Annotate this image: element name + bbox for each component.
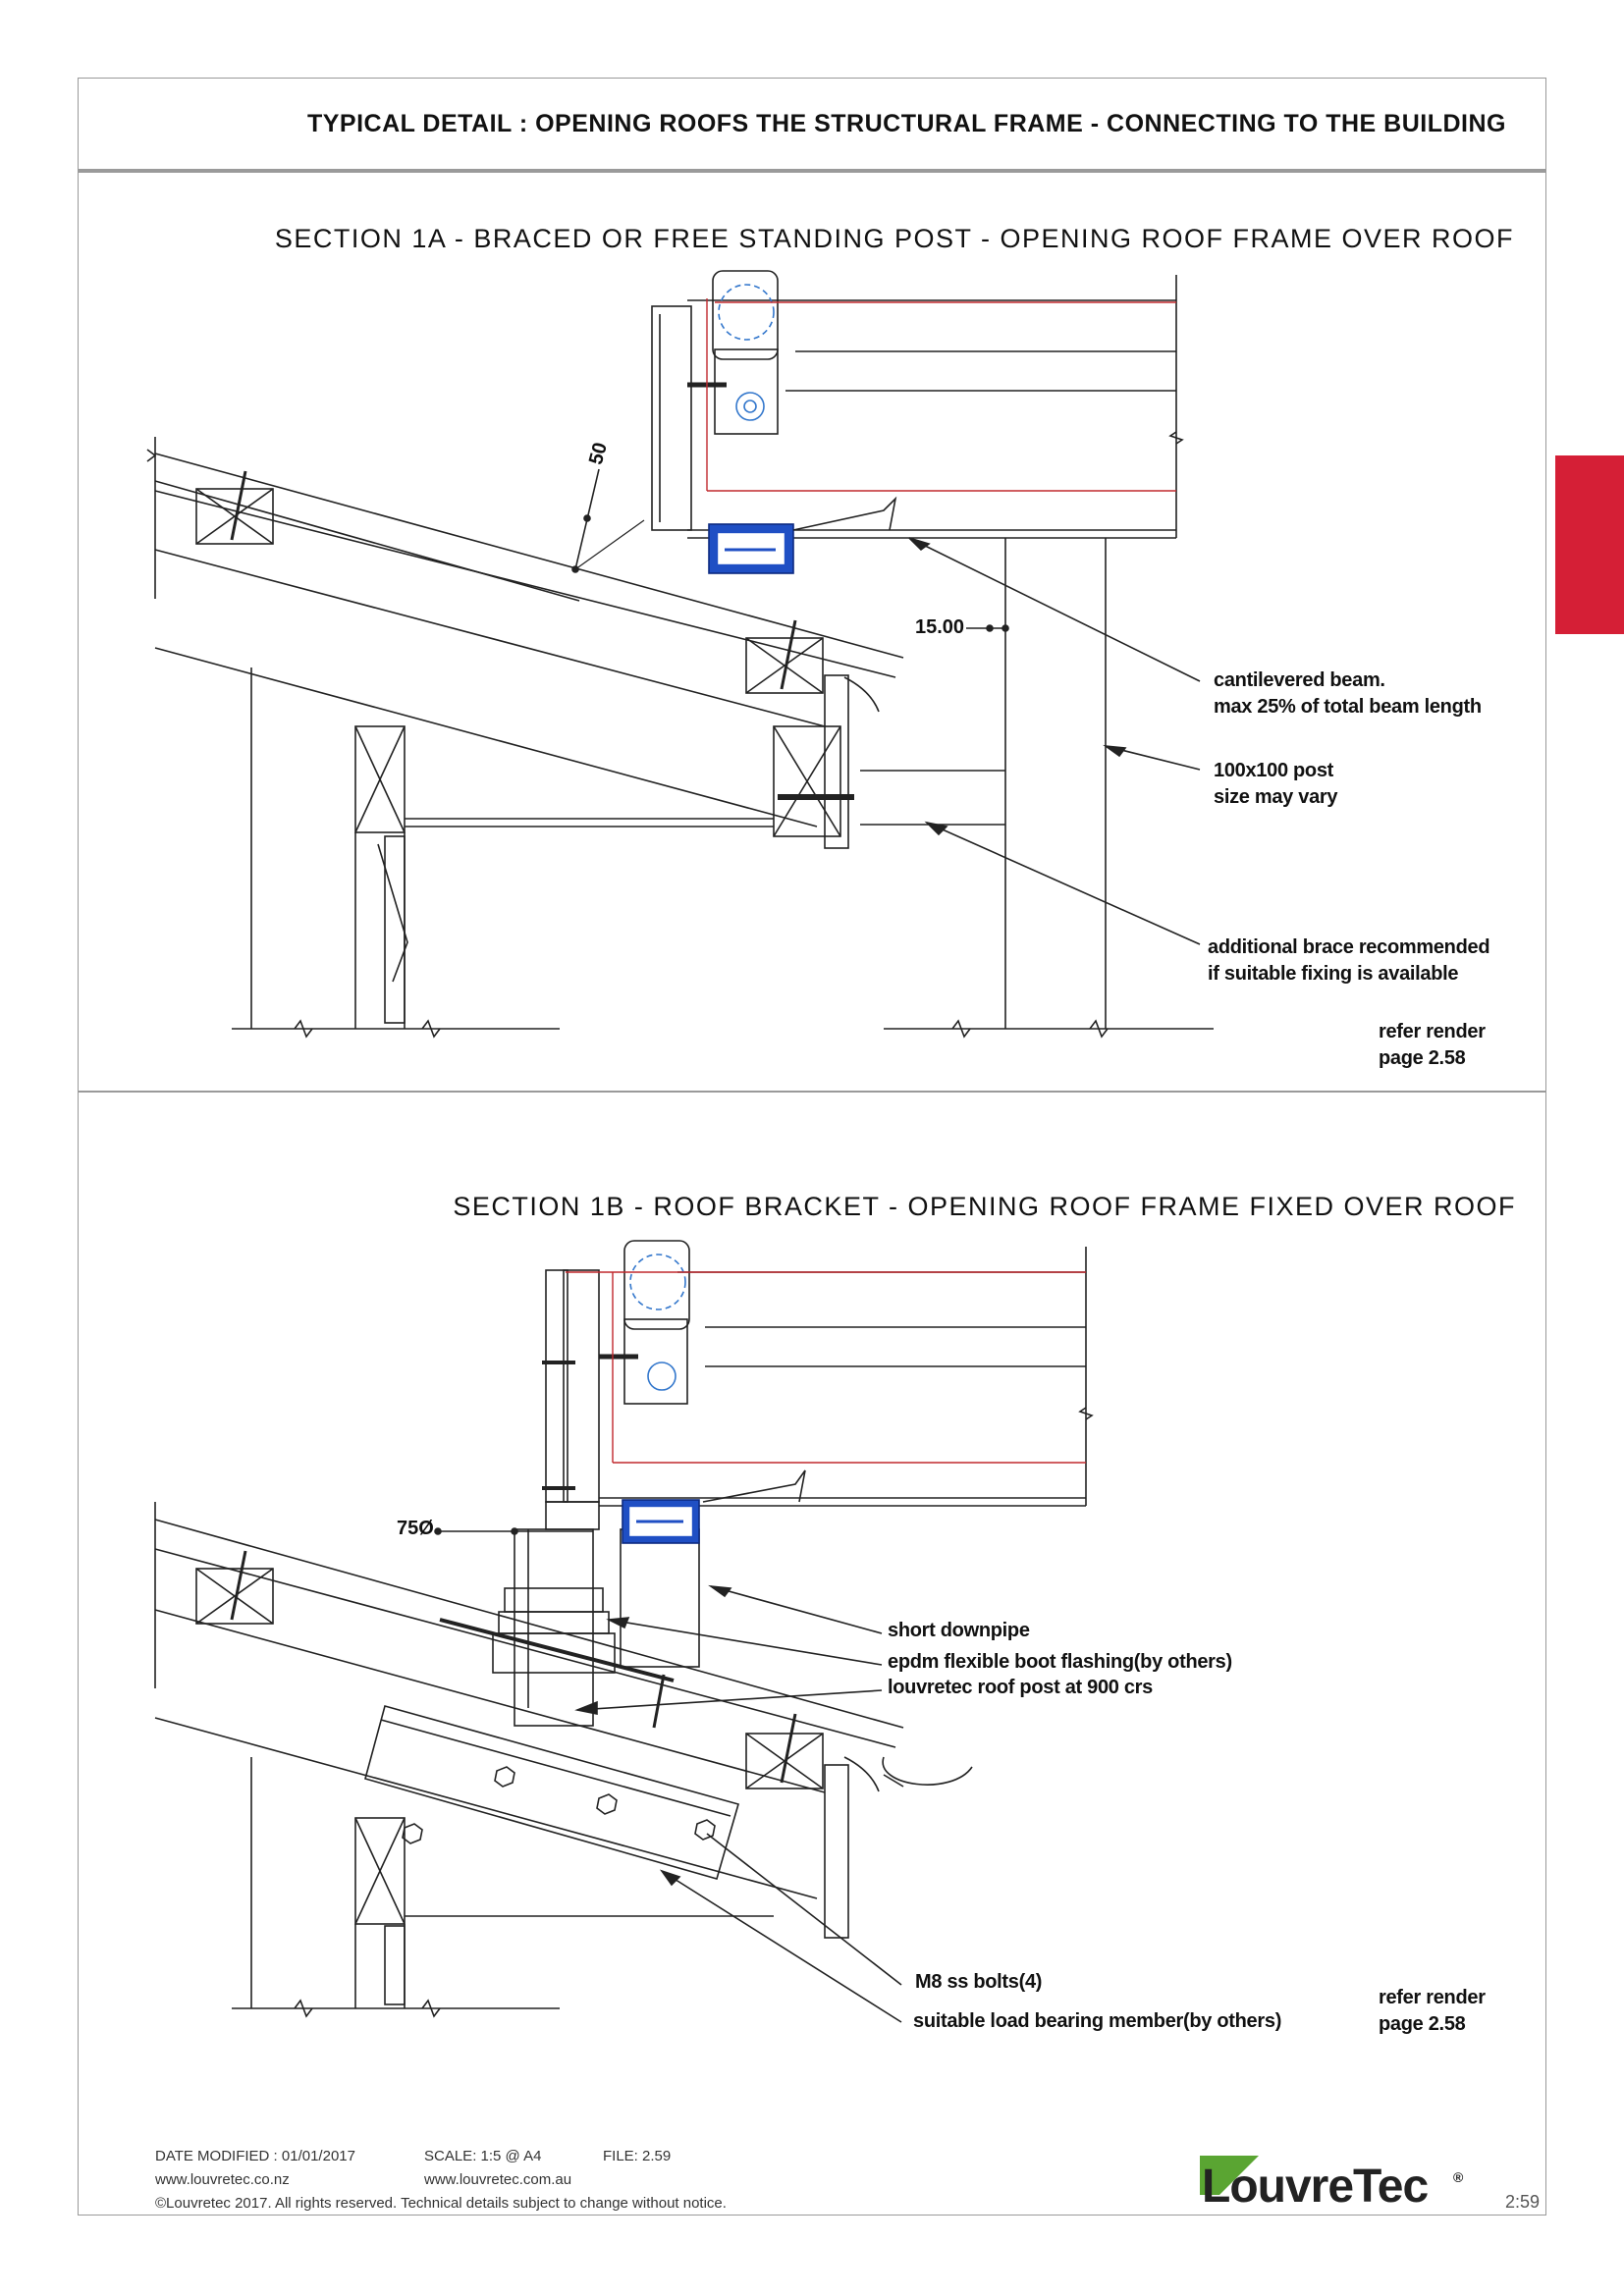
note-flashing: epdm flexible boot flashing(by others) [888, 1651, 1232, 1673]
footer-url-nz[interactable]: www.louvretec.co.nz [155, 2171, 290, 2188]
refer-render-1a: refer render page 2.58 [1379, 1021, 1486, 1069]
section-1a-frame [651, 270, 1184, 1029]
note-member: suitable load bearing member(by others) [913, 2010, 1282, 2032]
section-1b-blue-bracket [622, 1499, 700, 1544]
section-1b-roof [154, 1502, 904, 2018]
note-bolts: M8 ss bolts(4) [915, 1971, 1043, 1993]
note-beam: cantilevered beam. max 25% of total beam… [1214, 669, 1482, 718]
logo-text: LouvreTec [1202, 2161, 1429, 2213]
dim-75-dia: 75Ø [397, 1518, 434, 1539]
footer-date: DATE MODIFIED : 01/01/2017 [155, 2148, 355, 2164]
footer-copyright: ©Louvretec 2017. All rights reserved. Te… [155, 2195, 727, 2212]
section-1a-title: SECTION 1A - BRACED OR FREE STANDING POS… [274, 224, 1514, 253]
section-1a-roof [146, 437, 1214, 1039]
logo-leaf-icon [1200, 2156, 1259, 2195]
dim-15: 15.00 [915, 616, 965, 638]
note-post: 100x100 post size may vary [1214, 760, 1338, 808]
page-number: 2:59 [1505, 2192, 1541, 2212]
section-tab [1555, 455, 1624, 634]
footer-scale: SCALE: 1:5 @ A4 [424, 2148, 542, 2164]
note-downpipe: short downpipe [888, 1620, 1030, 1641]
page-frame [78, 78, 1546, 2216]
note-brace: additional brace recommended if suitable… [1208, 936, 1490, 985]
louvretec-logo: LouvreTec ® [1196, 2156, 1464, 2215]
section-1b-title: SECTION 1B - ROOF BRACKET - OPENING ROOF… [453, 1192, 1516, 1221]
footer-url-au[interactable]: www.louvretec.com.au [424, 2171, 572, 2188]
section-1a-blue-bracket [708, 523, 794, 574]
logo-registered-mark: ® [1453, 2169, 1464, 2185]
note-roof-post: louvretec roof post at 900 crs [888, 1677, 1153, 1698]
refer-render-1b: refer render page 2.58 [1379, 1987, 1486, 2035]
section-divider [78, 1091, 1546, 1093]
header-rule [78, 169, 1546, 173]
footer-file: FILE: 2.59 [603, 2148, 672, 2164]
page-title: TYPICAL DETAIL : OPENING ROOFS THE STRUC… [306, 110, 1506, 137]
